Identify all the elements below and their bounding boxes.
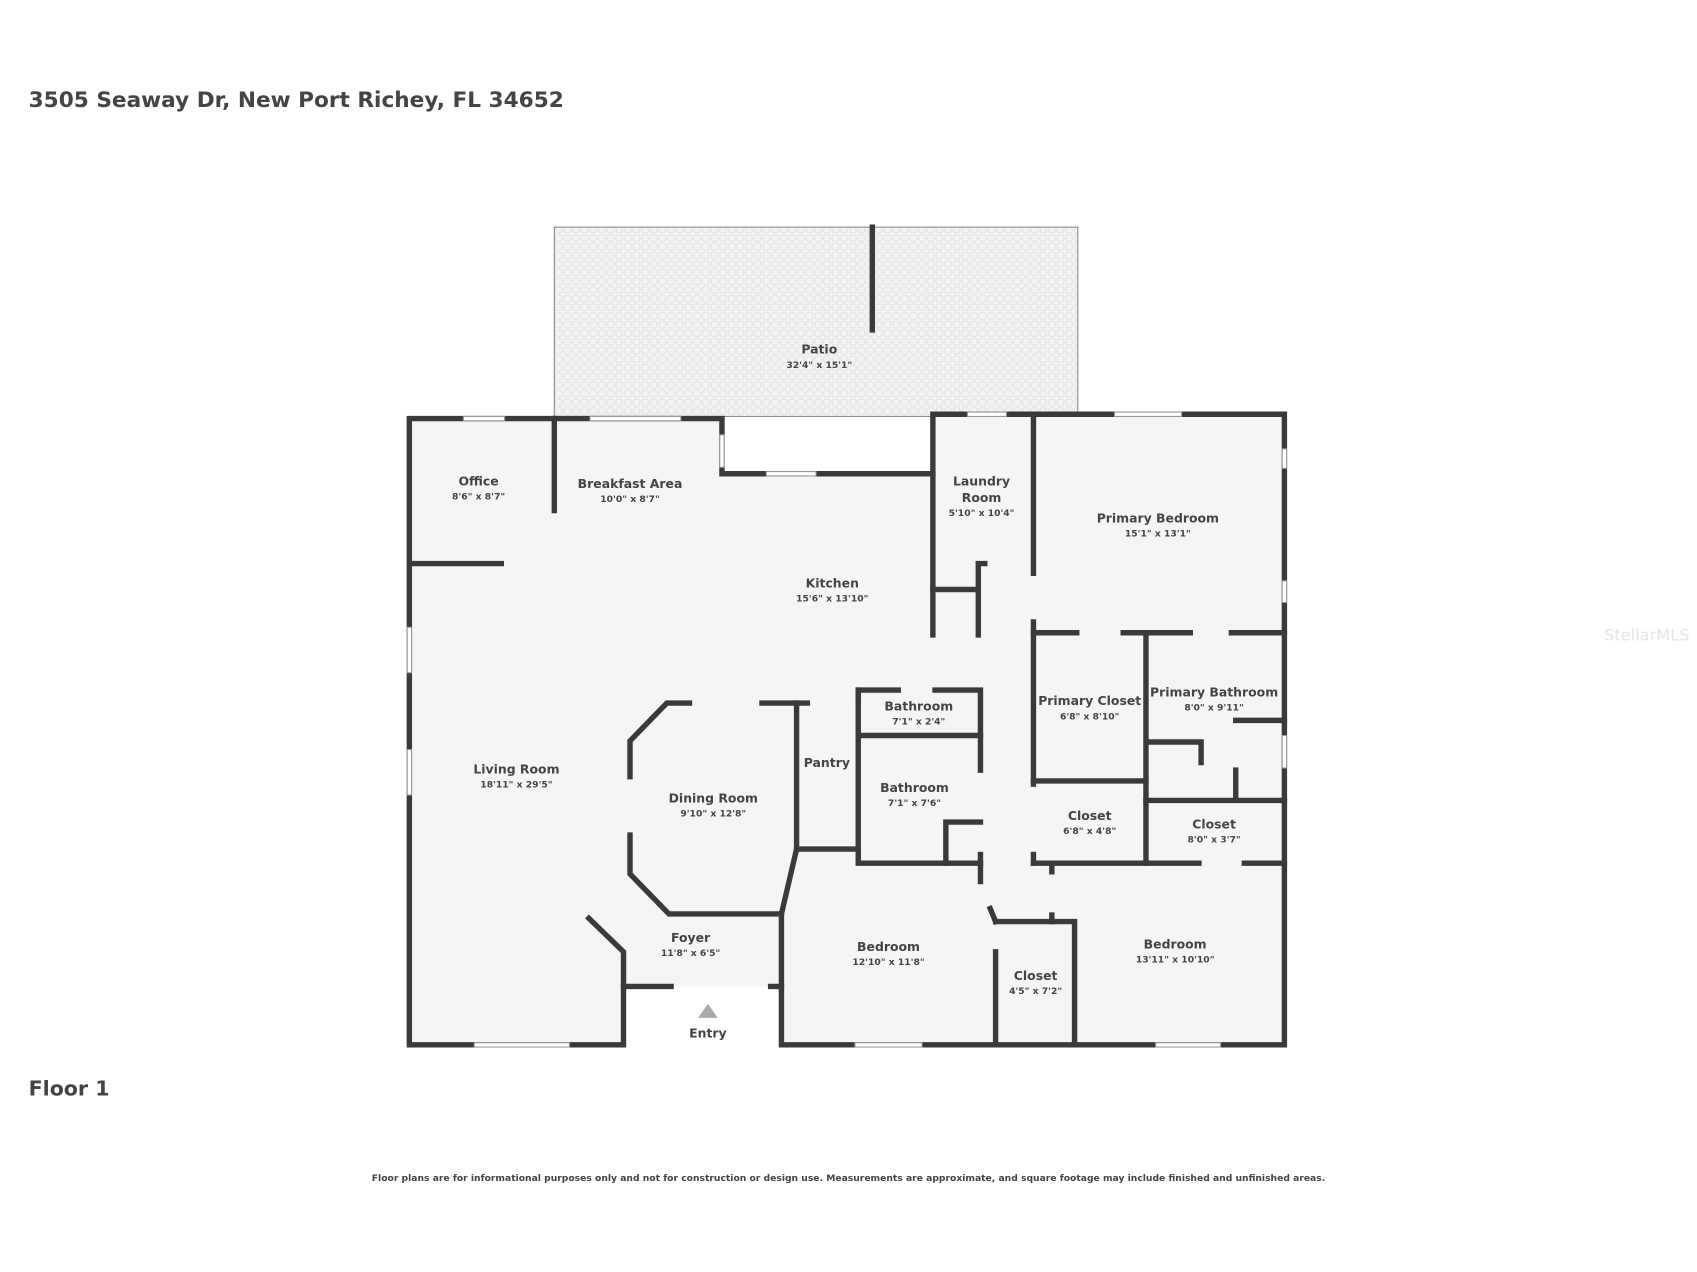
room-name: Primary Closet — [1038, 693, 1141, 708]
patio — [553, 226, 1079, 417]
walls — [406, 411, 1288, 1048]
watermark: StellarMLS — [1604, 625, 1690, 644]
room-name: Laundry — [953, 474, 1010, 489]
room-name: Primary Bedroom — [1097, 510, 1219, 525]
room-labels: Patio 32'4" x 15'1" Office 8'6" x 8'7" Bre… — [452, 342, 1278, 997]
room-name: Dining Room — [669, 791, 758, 806]
room-dims: 32'4" x 15'1" — [786, 360, 852, 371]
room-name-line2: Room — [962, 490, 1002, 505]
room-dims: 6'8" x 4'8" — [1063, 826, 1116, 837]
address-title: 3505 Seaway Dr, New Port Richey, FL 3465… — [29, 88, 564, 113]
room-dims: 8'0" x 9'11" — [1184, 703, 1244, 714]
room-name: Closet — [1068, 808, 1112, 823]
room-dims: 9'10" x 12'8" — [680, 809, 746, 820]
room-dims: 12'10" x 11'8" — [852, 957, 924, 968]
room-name: Bedroom — [1144, 937, 1207, 952]
room-name: Kitchen — [806, 575, 859, 590]
floor-label: Floor 1 — [29, 1077, 110, 1101]
entry-label: Entry — [689, 1025, 727, 1040]
room-dims: 4'5" x 7'2" — [1009, 986, 1062, 997]
room-dims: 6'8" x 8'10" — [1060, 711, 1119, 722]
room-dims: 5'10" x 10'4" — [949, 508, 1015, 519]
room-name: Foyer — [671, 930, 711, 945]
room-dims: 18'11" x 29'5" — [480, 779, 552, 790]
room-name: Bedroom — [857, 939, 920, 954]
room-dims: 10'0" x 8'7" — [600, 494, 660, 505]
windows — [406, 411, 1288, 1048]
room-dims: 8'6" x 8'7" — [452, 492, 505, 503]
room-name: Office — [458, 474, 498, 489]
room-name: Closet — [1192, 817, 1236, 832]
disclaimer: Floor plans are for informational purpos… — [372, 1173, 1325, 1184]
room-dims: 11'8" x 6'5" — [661, 948, 721, 959]
room-name: Breakfast Area — [578, 476, 683, 491]
room-name: Living Room — [473, 761, 559, 776]
room-dims: 7'1" x 2'4" — [892, 717, 945, 728]
room-name: Pantry — [804, 755, 850, 770]
interior-floor — [409, 414, 1285, 1045]
room-name: Bathroom — [880, 780, 949, 795]
room-name: Bathroom — [884, 699, 953, 714]
room-dims: 15'6" x 13'10" — [796, 593, 868, 604]
entry-arrow-icon — [698, 1003, 718, 1018]
room-dims: 15'1" x 13'1" — [1125, 528, 1191, 539]
room-name: Primary Bathroom — [1150, 685, 1278, 700]
room-name: Patio — [801, 342, 837, 357]
room-dims: 8'0" x 3'7" — [1188, 835, 1241, 846]
room-name: Closet — [1014, 968, 1058, 983]
room-dims: 13'11" x 10'10" — [1136, 955, 1215, 966]
room-dims: 7'1" x 7'6" — [888, 798, 941, 809]
